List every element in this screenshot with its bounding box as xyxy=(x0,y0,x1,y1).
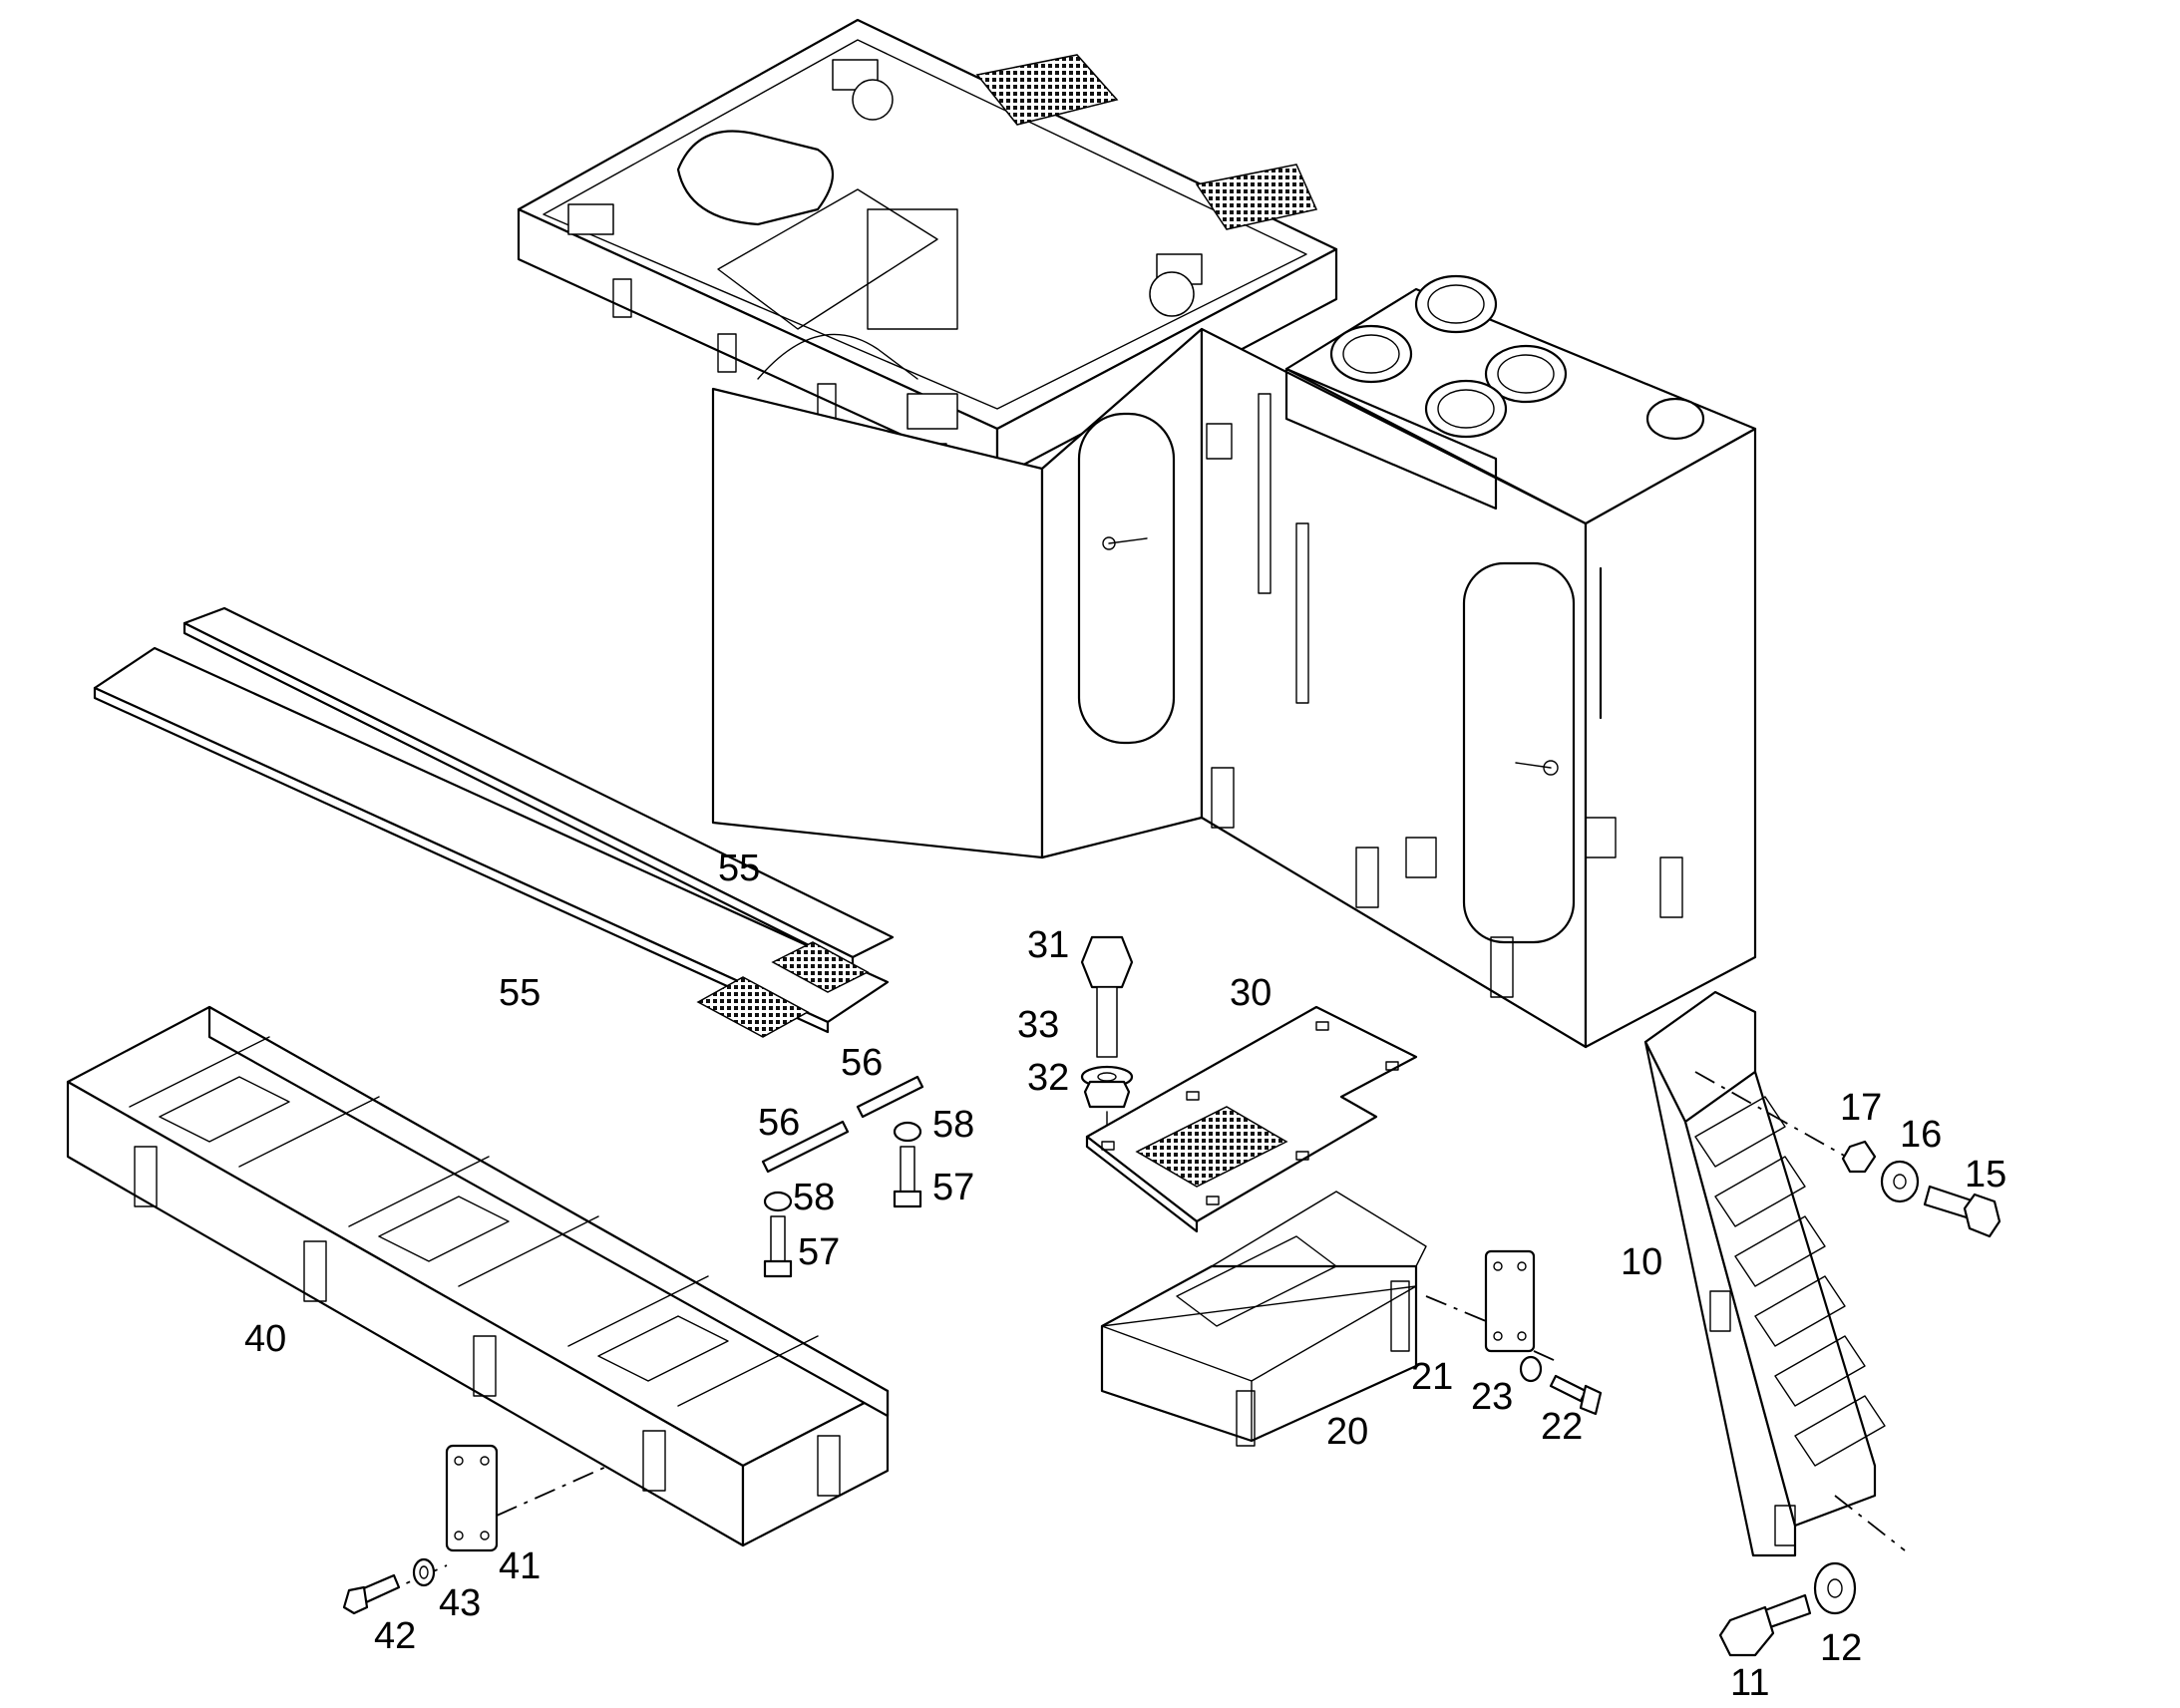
step-box-20-assembly xyxy=(1100,1191,1603,1447)
callout-31: 31 xyxy=(1027,924,1069,966)
callout-21: 21 xyxy=(1411,1356,1453,1398)
callout-58-left: 58 xyxy=(793,1177,835,1218)
walkway-plates-55 xyxy=(93,606,895,1038)
callout-43: 43 xyxy=(439,1582,481,1624)
callout-20: 20 xyxy=(1326,1411,1368,1453)
callout-58-right: 58 xyxy=(932,1104,974,1146)
callout-55-lower: 55 xyxy=(499,972,541,1014)
callout-30: 30 xyxy=(1230,972,1272,1014)
callout-22: 22 xyxy=(1541,1406,1583,1448)
callout-55-upper: 55 xyxy=(718,848,760,889)
callout-16: 16 xyxy=(1900,1114,1942,1156)
callout-12: 12 xyxy=(1820,1627,1862,1669)
callout-labels: 10 11 12 15 16 17 20 21 22 23 30 31 32 3… xyxy=(244,848,2006,1704)
long-frame-40 xyxy=(66,1005,890,1547)
callout-40: 40 xyxy=(244,1318,286,1360)
callout-23: 23 xyxy=(1471,1376,1513,1418)
callout-56-upper: 56 xyxy=(841,1042,883,1084)
callout-33: 33 xyxy=(1017,1004,1059,1046)
plate-30-assembly xyxy=(1080,935,1418,1233)
callout-32: 32 xyxy=(1027,1057,1069,1099)
strip-fasteners-56-58 xyxy=(761,1075,924,1278)
plate-41-assembly xyxy=(342,1444,609,1615)
callout-56-lower: 56 xyxy=(758,1102,800,1144)
callout-41: 41 xyxy=(499,1545,541,1587)
callout-11: 11 xyxy=(1730,1662,1769,1704)
callout-42: 42 xyxy=(374,1615,416,1657)
callout-17: 17 xyxy=(1840,1087,1882,1129)
callout-15: 15 xyxy=(1965,1154,2006,1196)
main-frame-assembly xyxy=(517,18,1757,1049)
callout-10: 10 xyxy=(1621,1241,1662,1283)
callout-57-right: 57 xyxy=(932,1167,974,1208)
callout-57-left: 57 xyxy=(798,1231,840,1273)
ladder-10-assembly xyxy=(1643,990,2001,1657)
